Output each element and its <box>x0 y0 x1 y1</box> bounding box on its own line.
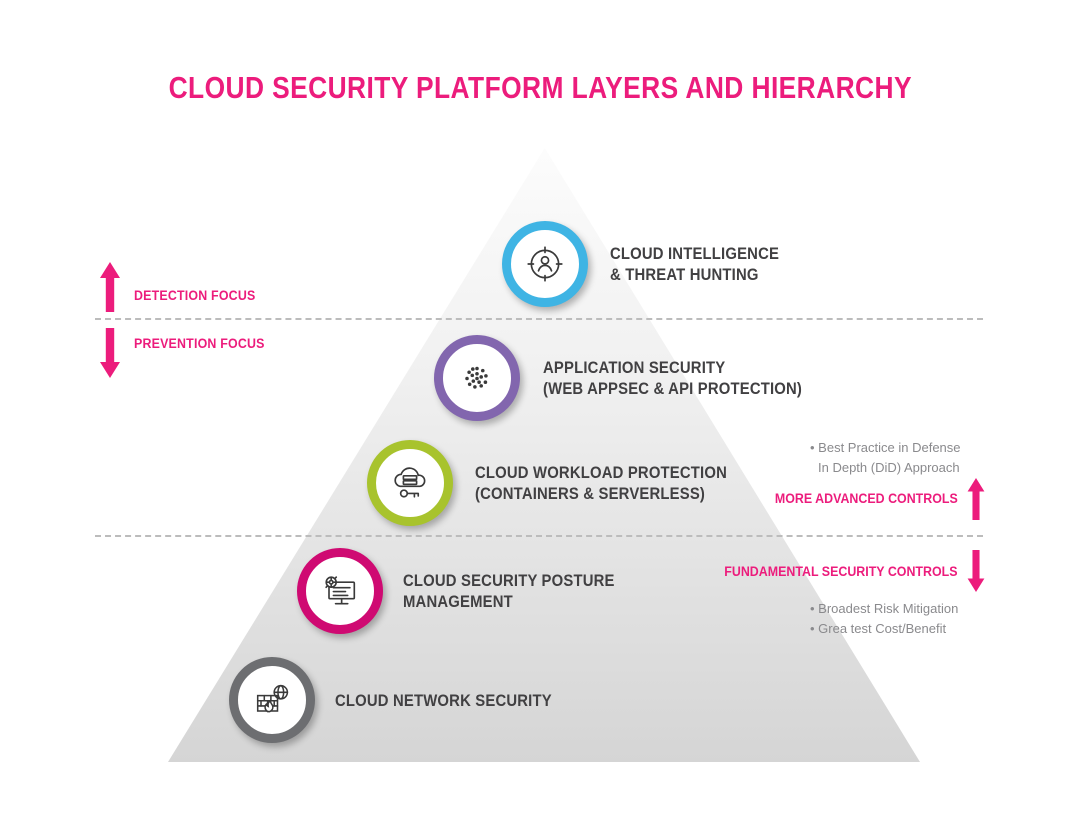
fundamental-down-arrow-icon <box>966 550 986 600</box>
cspm-line2: MANAGEMENT <box>403 593 513 611</box>
cspm-line1: CLOUD SECURITY POSTURE <box>403 572 615 590</box>
cloud-network-label: CLOUD NETWORK SECURITY <box>335 691 552 712</box>
divider-controls <box>95 535 983 537</box>
best-practice-line1: Best Practice in Defense <box>810 438 960 458</box>
detection-focus-label: DETECTION FOCUS <box>134 288 256 303</box>
cloud-workload-line2: (CONTAINERS & SERVERLESS) <box>475 485 706 503</box>
page-title: CLOUD SECURITY PLATFORM LAYERS AND HIERA… <box>0 70 1080 106</box>
benefits-note: Broadest Risk Mitigation Grea test Cost/… <box>810 599 958 639</box>
divider-detection-prevention <box>95 318 983 320</box>
cloud-workload-badge <box>367 440 453 526</box>
application-security-label: APPLICATION SECURITY (WEB APPSEC & API P… <box>543 358 802 400</box>
benefit-line1: Broadest Risk Mitigation <box>810 599 958 619</box>
benefit-line2: Grea test Cost/Benefit <box>810 619 958 639</box>
prevention-down-arrow-icon <box>100 328 120 378</box>
dots-cluster-icon <box>456 357 498 399</box>
best-practice-line2: In Depth (DiD) Approach <box>818 460 960 475</box>
more-advanced-controls-label: MORE ADVANCED CONTROLS <box>775 491 958 506</box>
best-practice-note: Best Practice in Defense In Depth (DiD) … <box>810 438 961 478</box>
detection-up-arrow-icon <box>100 262 120 312</box>
cloud-intelligence-line2: & THREAT HUNTING <box>610 266 759 284</box>
cspm-badge <box>297 548 383 634</box>
cloud-network-line1: CLOUD NETWORK SECURITY <box>335 692 552 710</box>
cloud-key-icon <box>388 461 432 505</box>
cspm-label: CLOUD SECURITY POSTURE MANAGEMENT <box>403 571 615 613</box>
page-title-text: CLOUD SECURITY PLATFORM LAYERS AND HIERA… <box>168 70 912 105</box>
monitor-gear-icon <box>318 569 362 613</box>
cloud-intelligence-badge <box>502 221 588 307</box>
cloud-intelligence-line1: CLOUD INTELLIGENCE <box>610 245 780 263</box>
cloud-workload-line1: CLOUD WORKLOAD PROTECTION <box>475 464 727 482</box>
firewall-globe-icon <box>250 678 294 722</box>
cloud-workload-label: CLOUD WORKLOAD PROTECTION (CONTAINERS & … <box>475 463 727 505</box>
fundamental-controls-label: FUNDAMENTAL SECURITY CONTROLS <box>724 564 958 579</box>
more-advanced-up-arrow-icon <box>966 478 986 528</box>
application-security-line2: (WEB APPSEC & API PROTECTION) <box>543 380 803 398</box>
cloud-network-badge <box>229 657 315 743</box>
prevention-focus-label: PREVENTION FOCUS <box>134 336 265 351</box>
application-security-line1: APPLICATION SECURITY <box>543 359 726 377</box>
application-security-badge <box>434 335 520 421</box>
cloud-intelligence-label: CLOUD INTELLIGENCE & THREAT HUNTING <box>610 244 779 286</box>
threat-hunting-icon <box>524 243 566 285</box>
